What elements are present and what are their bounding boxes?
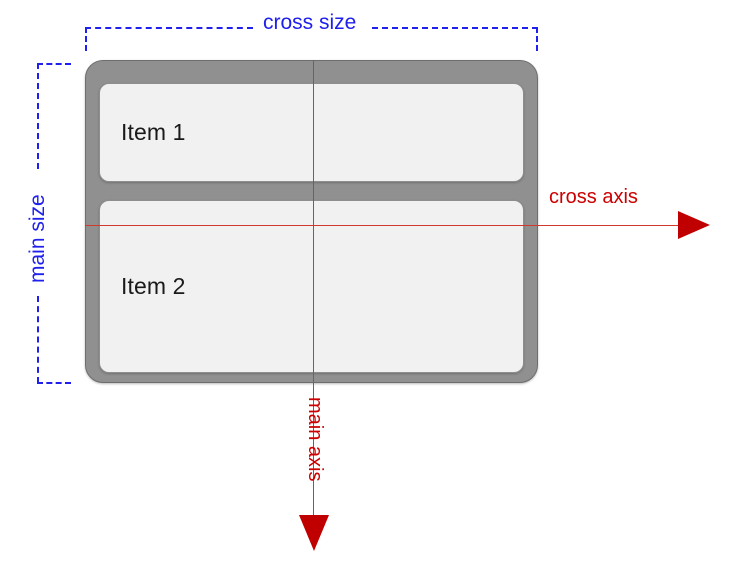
main-size-bracket-bottom-tick bbox=[37, 382, 71, 384]
cross-size-bracket-left-segment bbox=[85, 27, 253, 29]
main-axis-arrow-icon bbox=[299, 515, 329, 551]
flex-item-2: Item 2 bbox=[99, 200, 524, 373]
main-size-label: main size bbox=[26, 190, 50, 287]
flex-item-2-label: Item 2 bbox=[121, 273, 186, 299]
cross-size-label: cross size bbox=[257, 11, 363, 35]
flex-item-1-label: Item 1 bbox=[121, 119, 186, 145]
cross-axis-label: cross axis bbox=[549, 186, 638, 208]
main-axis-label: main axis bbox=[304, 397, 326, 482]
cross-size-bracket-right-tick bbox=[536, 27, 538, 51]
main-axis-line bbox=[313, 60, 314, 525]
main-size-bracket-top-tick bbox=[37, 63, 71, 65]
cross-axis-arrow-icon bbox=[678, 211, 710, 239]
flex-item-1: Item 1 bbox=[99, 83, 524, 182]
cross-axis-line bbox=[85, 225, 694, 226]
cross-size-bracket-right-segment bbox=[372, 27, 538, 29]
cross-size-bracket-left-tick bbox=[85, 27, 87, 51]
main-size-bracket-lower-segment bbox=[37, 296, 39, 383]
main-size-bracket-upper-segment bbox=[37, 63, 39, 169]
